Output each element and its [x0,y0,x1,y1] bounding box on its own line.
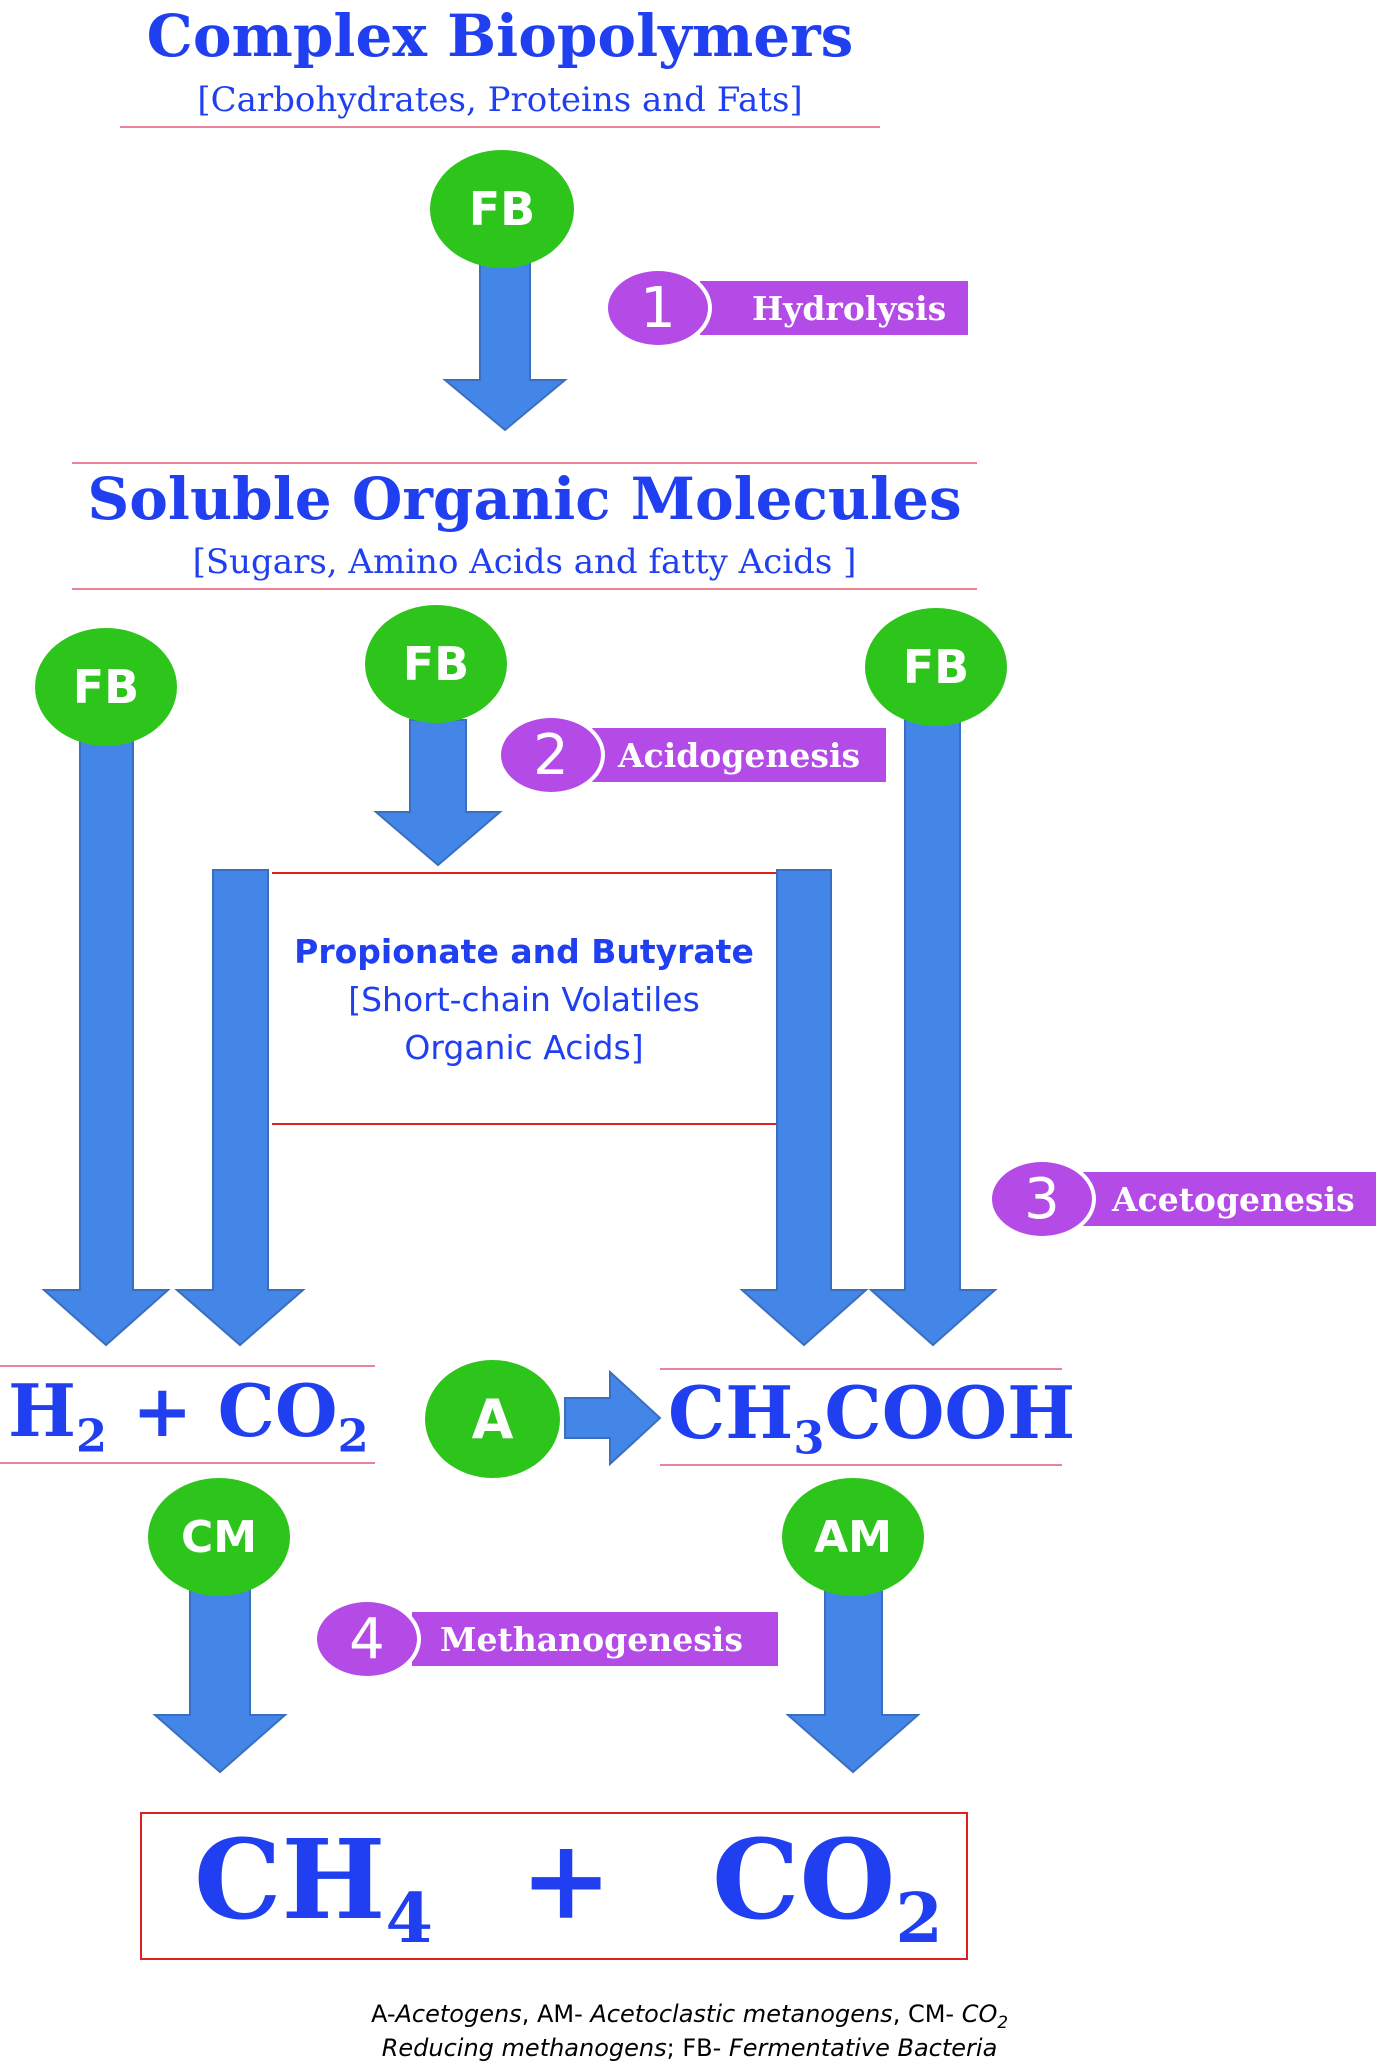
final-plus-sign: + [520,1815,613,1944]
h2-co2-label: H2 + CO2 [8,1368,369,1463]
step-3-number: 3 [988,1158,1096,1240]
methane-label: CH4 [194,1815,433,1959]
divider [72,462,977,464]
down-arrow-icon-cm [152,1584,288,1774]
acetogens-badge: A [425,1360,560,1478]
down-arrow-icon-fb-right [868,719,998,1347]
final-products-box [140,1812,968,1960]
down-arrow-icon-right-branch [739,869,869,1347]
divider [0,1462,375,1464]
step-2-number: 2 [497,714,605,796]
down-arrow-icon-left-branch [174,869,306,1347]
fermentative-bacteria-badge: FB [365,605,507,723]
intermediate-title: Propionate and Butyrate [294,932,754,971]
divider [0,1365,375,1367]
final-co2-label: CO2 [712,1815,943,1959]
step-1-label: Hydrolysis [700,281,968,335]
legend-line-2: Reducing methanogens; FB- Fermentative B… [381,2034,998,2062]
step-3-label: Acetogenesis [1082,1172,1376,1226]
soluble-organic-molecules-title: Soluble Organic Molecules [87,465,962,533]
soluble-organic-molecules-subtitle: [Sugars, Amino Acids and fatty Acids ] [192,542,857,582]
down-arrow-icon-fb-center [373,719,503,867]
divider [660,1368,1062,1370]
acetic-acid-label: CH3COOH [668,1370,1076,1465]
intermediate-bottom-line [272,1123,776,1125]
intermediate-top-line [272,872,776,874]
step-2-label: Acidogenesis [590,728,886,782]
intermediate-line-2: Organic Acids] [404,1028,644,1067]
step-1-number: 1 [604,267,712,349]
divider [660,1464,1062,1466]
divider [72,588,977,590]
down-arrow-icon-am [785,1584,921,1774]
step-4-number: 4 [313,1598,421,1680]
divider [120,126,880,128]
acetoclastic-methanogens-badge: AM [782,1478,924,1596]
complex-biopolymers-title: Complex Biopolymers [146,2,854,70]
down-arrow-icon-hydrolysis [442,259,568,432]
fermentative-bacteria-badge: FB [865,608,1007,726]
fermentative-bacteria-badge: FB [35,628,177,746]
step-4-label: Methanogenesis [412,1612,778,1666]
intermediate-line-1: [Short-chain Volatiles [348,980,700,1019]
fermentative-bacteria-badge: FB [430,150,574,268]
down-arrow-icon-fb-left [41,734,171,1347]
legend-line-1: A-Acetogens, AM- Acetoclastic metanogens… [370,2000,1009,2032]
complex-biopolymers-subtitle: [Carbohydrates, Proteins and Fats] [197,80,803,120]
right-arrow-icon-acetogens [564,1369,662,1467]
co2-reducing-methanogens-badge: CM [148,1478,290,1596]
